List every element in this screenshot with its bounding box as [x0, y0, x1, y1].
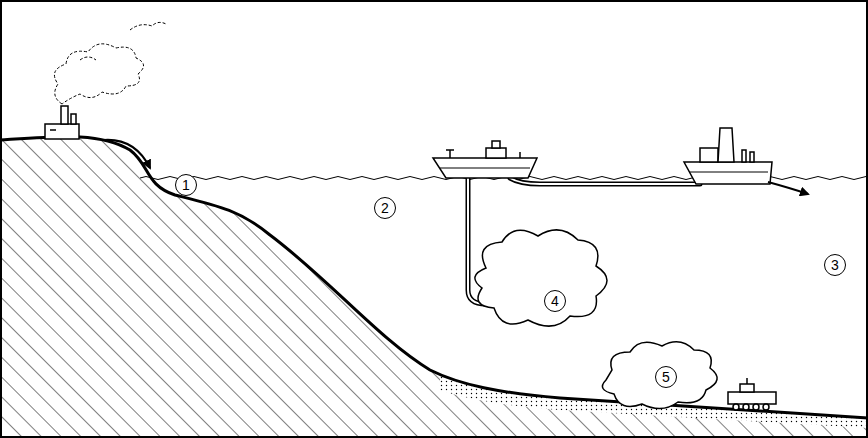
factory: [45, 106, 79, 139]
land-cross-section: [0, 137, 868, 438]
callout-number: 4: [544, 290, 566, 312]
seabed-vehicle: [728, 378, 776, 410]
callout-number: 5: [655, 366, 677, 388]
waste-cloud: [602, 342, 717, 409]
ship: [684, 128, 772, 184]
discharge-arrow: [768, 182, 808, 194]
seabed-line: [0, 137, 868, 418]
callout-number: 2: [374, 197, 396, 219]
callout-number: 3: [824, 254, 846, 276]
ship: [433, 141, 537, 178]
callout-number: 1: [175, 174, 197, 196]
discharge-arrow: [104, 140, 150, 168]
smoke: [54, 22, 166, 104]
waste-cloud: [475, 230, 607, 326]
